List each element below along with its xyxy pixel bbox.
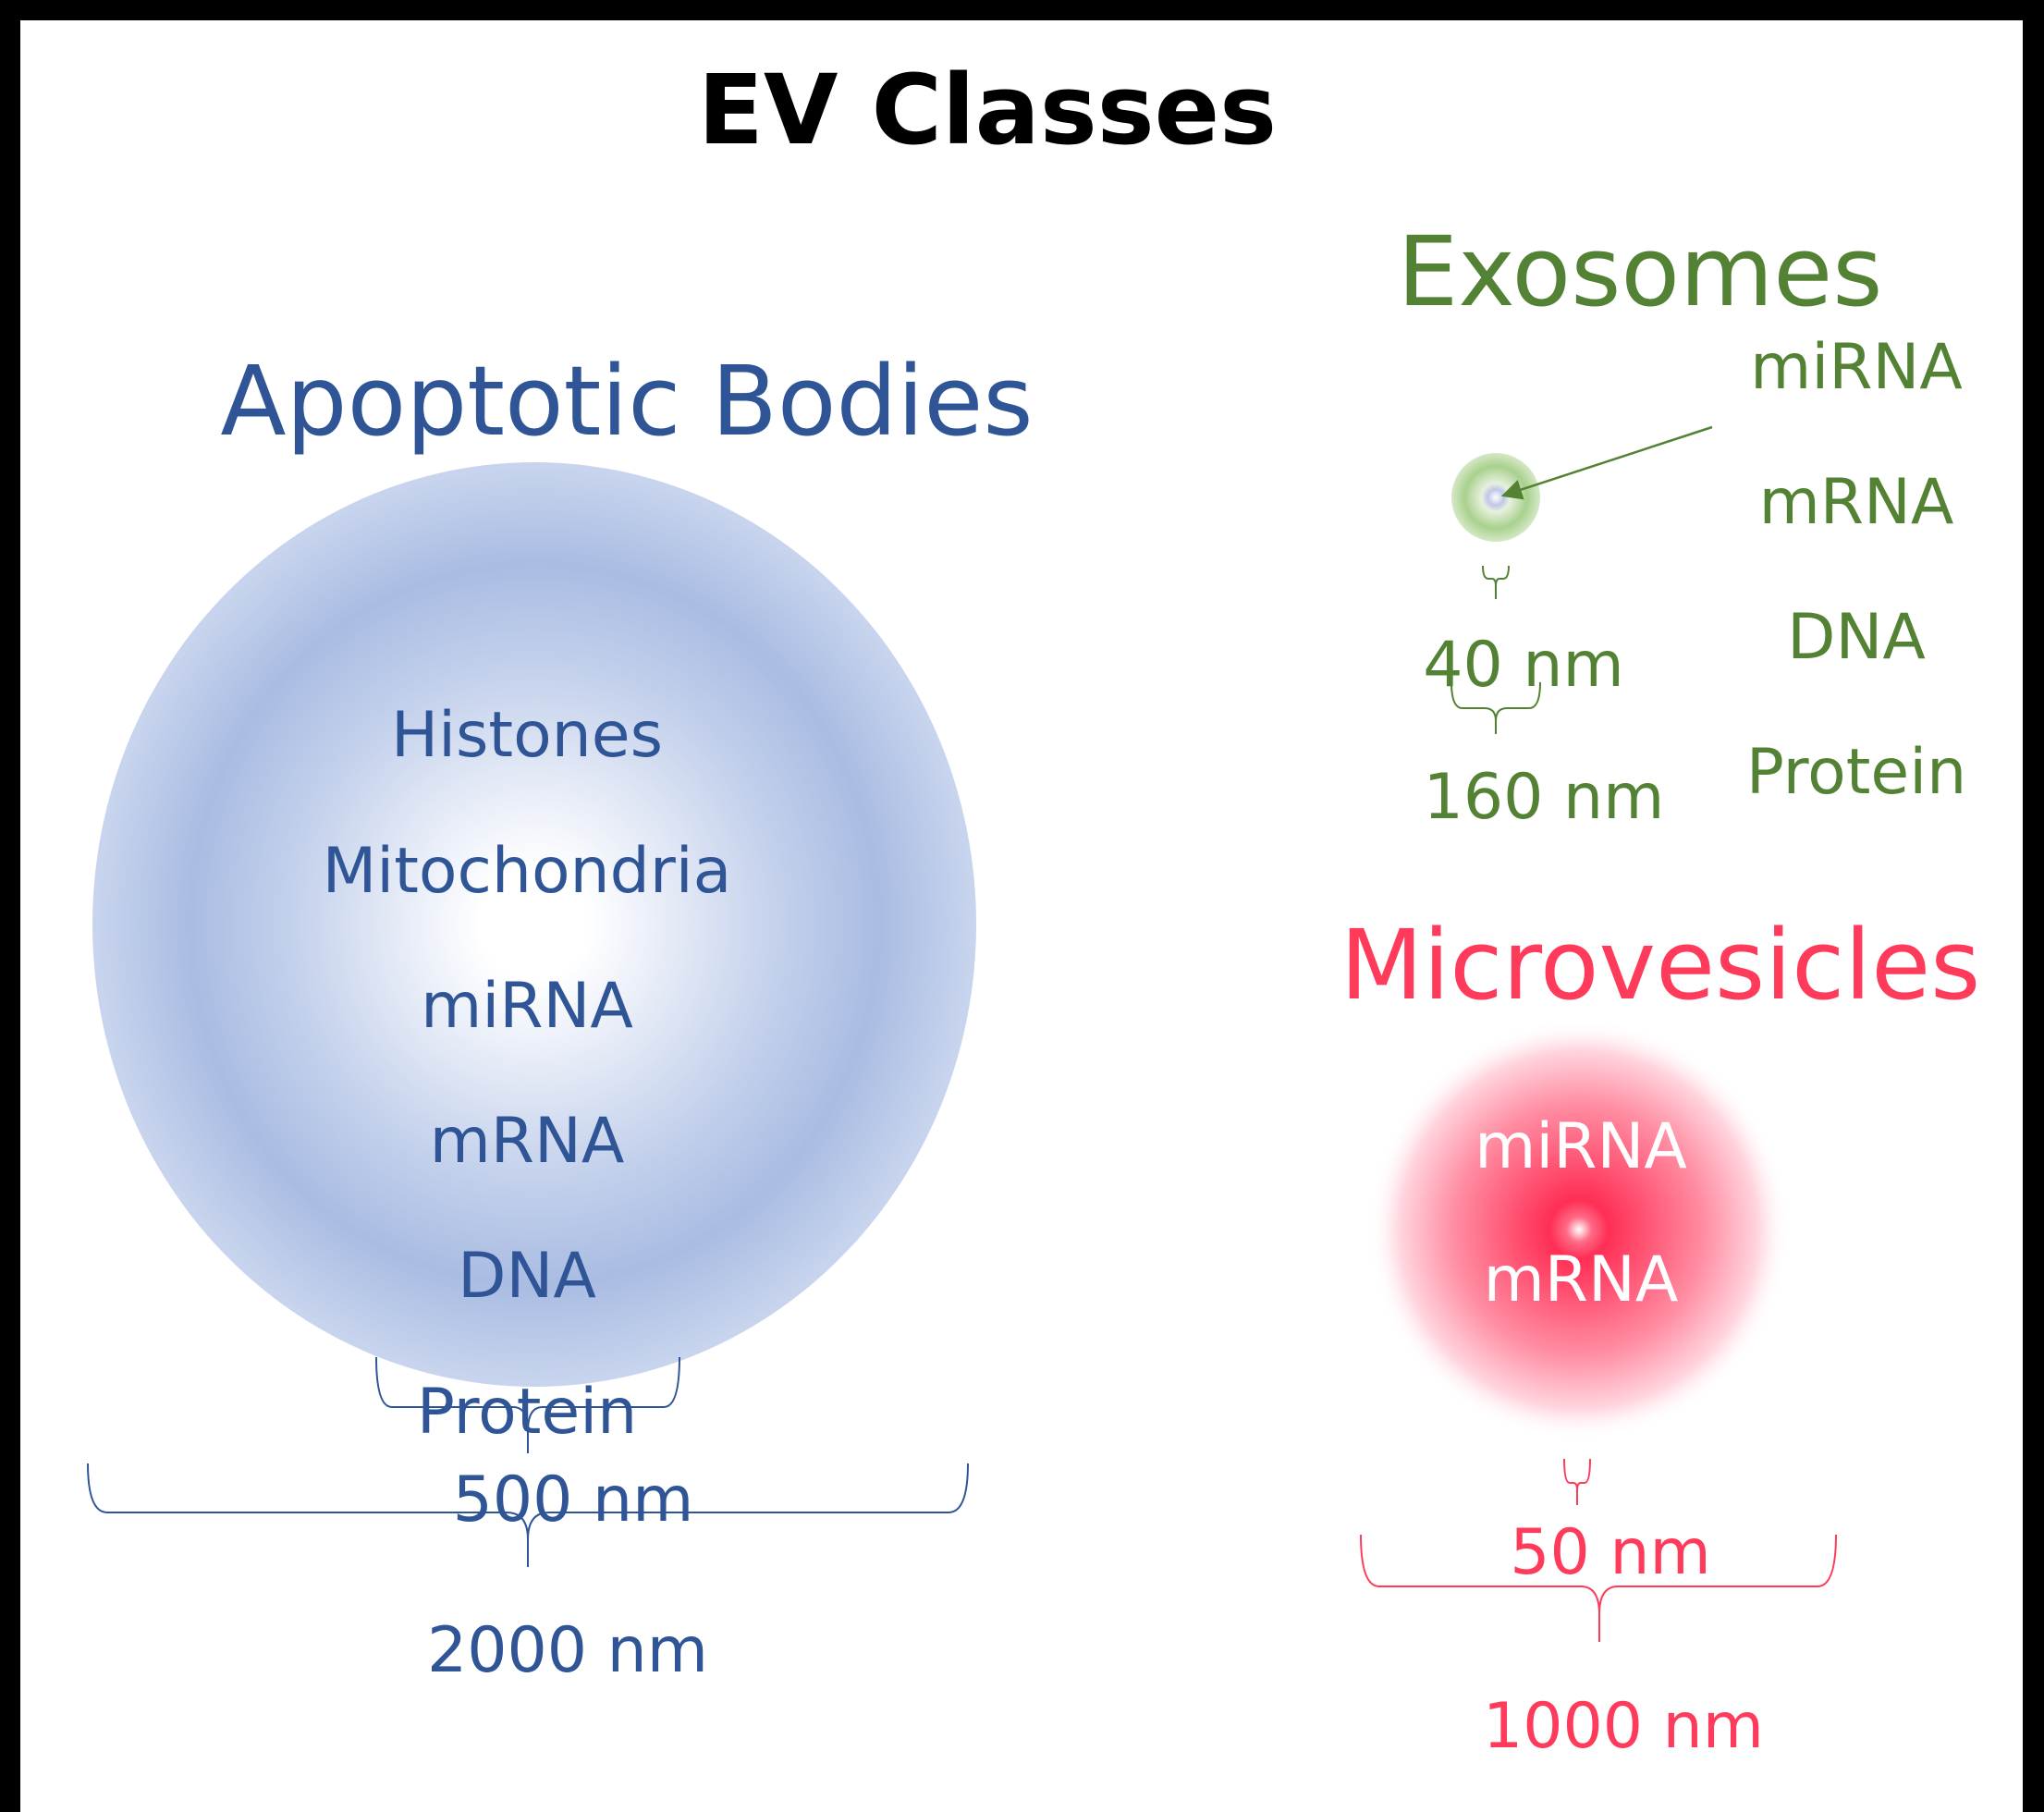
microvesicle-content-mirna: miRNA [1475, 1110, 1687, 1183]
microvesicles-group: Microvesicles miRNA mRNA 50 nm 1000 nm [1340, 909, 1981, 1763]
apoptotic-content-mrna: mRNA [430, 1105, 625, 1178]
page-title: EV Classes [698, 54, 1277, 166]
apoptotic-content-dna: DNA [458, 1240, 596, 1313]
exosome-min-size-label: 40 nm [1423, 629, 1623, 702]
microvesicle-min-size-label: 50 nm [1510, 1516, 1710, 1589]
exosome-max-size-label: 160 nm [1424, 761, 1665, 834]
apoptotic-max-size-label: 2000 nm [427, 1614, 708, 1687]
apoptotic-content-protein: Protein [417, 1376, 637, 1449]
exosome-cargo-arrow [1500, 425, 1713, 500]
exosome-content-mrna: mRNA [1759, 466, 1954, 539]
microvesicle-sphere [1368, 1019, 1790, 1440]
microvesicle-content-mrna: mRNA [1484, 1243, 1679, 1316]
exosome-content-protein: Protein [1746, 736, 1966, 809]
exosome-content-mirna: miRNA [1750, 331, 1963, 404]
exosome-sphere [1451, 453, 1540, 542]
exosomes-group: Exosomes miRNA mRNA DNA Protein 40 nm 16… [1398, 215, 1967, 834]
apoptotic-content-histones: Histones [391, 699, 663, 772]
apoptotic-min-size-label: 500 nm [453, 1463, 694, 1537]
apoptotic-body-sphere [92, 462, 976, 1387]
apoptotic-content-mirna: miRNA [421, 970, 633, 1043]
microvesicle-max-size-label: 1000 nm [1483, 1690, 1764, 1763]
apoptotic-content-mitochondria: Mitochondria [323, 835, 732, 908]
exosomes-heading: Exosomes [1398, 215, 1883, 328]
exosome-content-dna: DNA [1787, 601, 1926, 674]
apoptotic-bodies-heading: Apoptotic Bodies [220, 345, 1033, 458]
apoptotic-bodies-group: Apoptotic Bodies Histones Mitochondria m… [87, 345, 1034, 1687]
microvesicles-heading: Microvesicles [1340, 909, 1981, 1022]
